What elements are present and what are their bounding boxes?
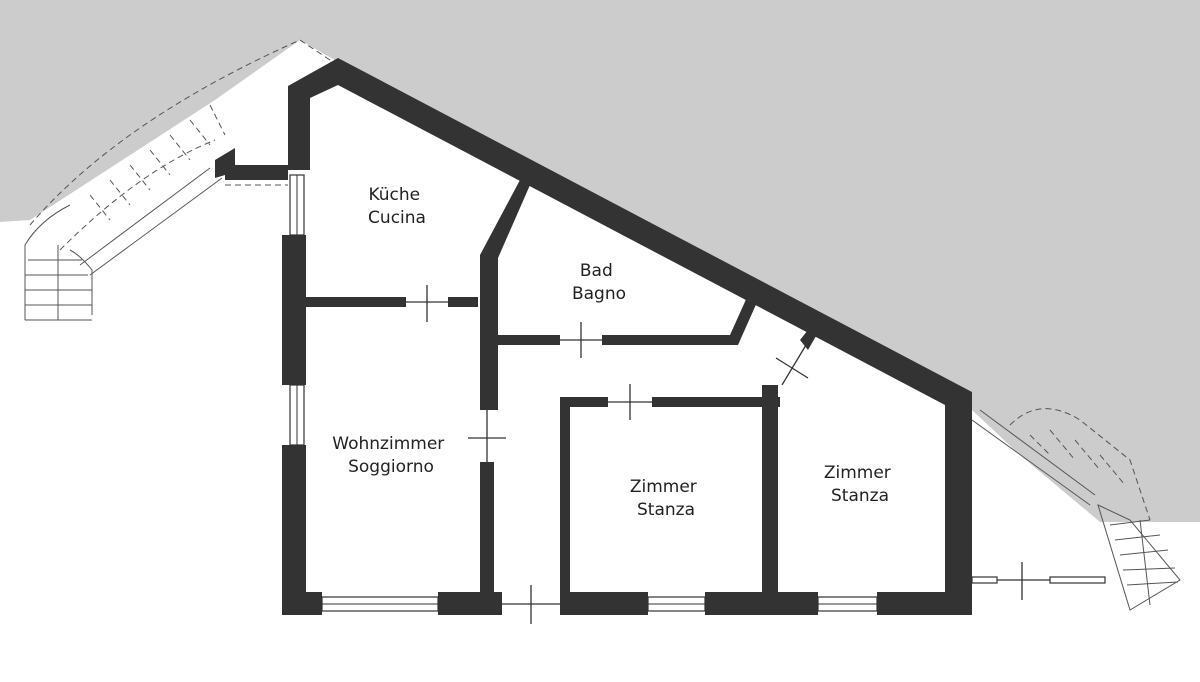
kitchen-bottom-wall-b <box>448 297 478 307</box>
kitchen-label-line1: Küche <box>368 185 420 205</box>
doors <box>406 285 1050 624</box>
left-wall-upper <box>282 235 306 385</box>
bottom-wall-mid <box>438 592 502 615</box>
walls <box>215 58 972 615</box>
bottom-wall-room1 <box>560 592 648 615</box>
room-label-bath: Bad Bagno <box>572 261 626 304</box>
left-staircase <box>24 39 331 321</box>
kitchen-bottom-wall-a <box>306 297 406 307</box>
living-label-line2: Soggiorno <box>348 457 434 477</box>
room2-door-wall <box>800 330 816 350</box>
room1-top-wall-a <box>560 397 608 407</box>
room1-right-wall <box>762 385 778 615</box>
room-label-room2: Zimmer Stanza <box>824 463 896 506</box>
bottom-wall-room1b <box>705 592 818 615</box>
bath-bottom-wall-b <box>602 295 758 345</box>
room2-label-line2: Stanza <box>831 486 889 506</box>
entry-wall <box>215 148 288 180</box>
bath-bottom-wall-a <box>498 335 560 345</box>
room1-top-wall-b <box>652 397 780 407</box>
room-label-living: Wohnzimmer Soggiorno <box>332 434 449 477</box>
left-wall-lower <box>282 445 306 615</box>
kitchen-label-line2: Cucina <box>368 208 426 228</box>
room2-label-line1: Zimmer <box>824 463 891 483</box>
outdoor-area <box>0 0 1200 522</box>
bath-label-line1: Bad <box>580 261 613 281</box>
room1-left-wall <box>560 397 570 615</box>
bottom-wall-left <box>282 592 322 615</box>
bottom-wall-room2 <box>877 592 972 615</box>
windows <box>289 174 1106 612</box>
room1-label-line2: Stanza <box>637 500 695 520</box>
room1-label-line1: Zimmer <box>630 477 697 497</box>
window-right-terrace-a <box>971 576 998 584</box>
right-staircase <box>971 408 1181 611</box>
room-label-kitchen: Küche Cucina <box>368 185 426 228</box>
room-label-room1: Zimmer Stanza <box>630 477 702 520</box>
diagonal-roof-wall <box>288 58 972 615</box>
living-label-line1: Wohnzimmer <box>332 434 444 454</box>
hall-wall-lower <box>480 462 494 592</box>
bath-label-line2: Bagno <box>572 284 626 304</box>
kitchen-bath-wall <box>480 180 530 410</box>
window-right-terrace-b <box>1049 576 1106 584</box>
